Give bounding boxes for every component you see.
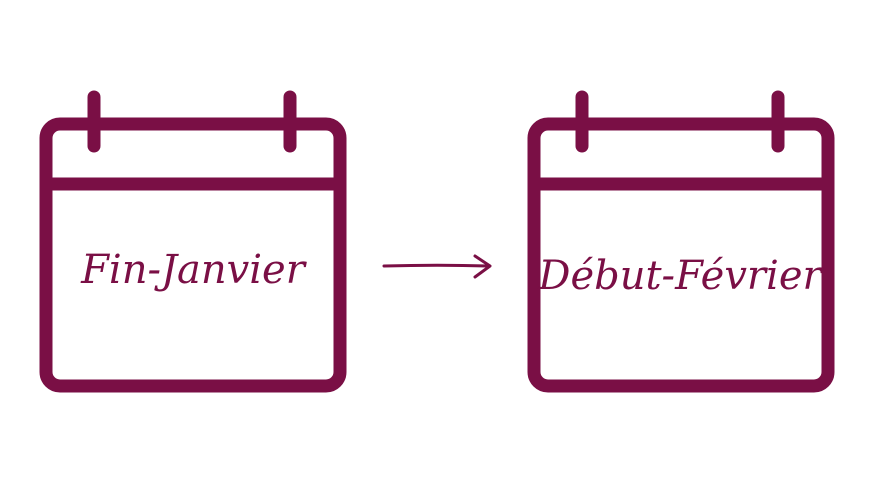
calendar-label-fin-janvier: Fin-Janvier [81,247,305,293]
arrow-right-icon [382,254,492,279]
calendar-icon [39,90,347,393]
calendar-label-debut-fevrier: Début-Février [538,253,822,299]
calendar-icon [527,90,835,393]
